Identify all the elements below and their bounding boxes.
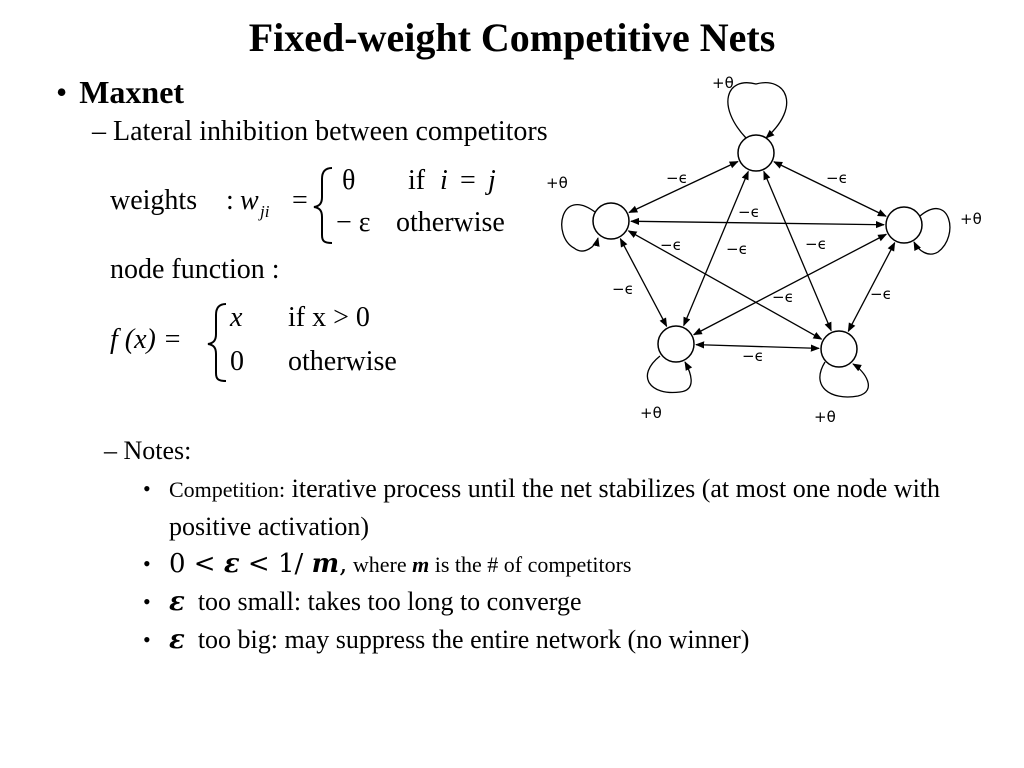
f-lhs: f (x) =	[110, 324, 182, 355]
f-case1-value: x	[229, 302, 243, 333]
note-epsilon-big: • ε too big: may suppress the entire netw…	[143, 621, 973, 659]
note-epsilon-small: • ε too small: takes too long to converge	[143, 583, 973, 621]
weights-case1-j: j	[485, 165, 496, 196]
note-range-b: < 1/	[239, 549, 312, 579]
note-bullet: •	[143, 589, 151, 614]
note-range-rest: is the # of competitors	[429, 552, 632, 577]
edge-right-bottom-left	[692, 233, 888, 336]
slide-title: Fixed-weight Competitive Nets	[248, 15, 776, 60]
bullet-maxnet: • Maxnet	[56, 74, 184, 111]
epsilon-symbol: ε	[169, 625, 185, 655]
self-loop-top	[727, 82, 788, 139]
epsilon-symbol: ε	[169, 587, 185, 617]
edge-left-right	[630, 217, 885, 229]
node-bottom-left	[657, 325, 695, 363]
f-case1-cond: if x > 0	[288, 302, 370, 333]
edge-weight-label: −ϵ	[870, 285, 892, 303]
edge-weight-label: −ϵ	[612, 280, 634, 298]
weights-case1-if: if	[408, 165, 426, 196]
edge-left-bottom-right	[627, 230, 823, 340]
weights-case1-i: i	[440, 165, 448, 196]
weights-brace	[313, 167, 333, 244]
note-range-where: where	[347, 552, 413, 577]
f-case2-value: 0	[230, 346, 244, 377]
edge-weight-label: −ϵ	[666, 169, 688, 187]
weights-subscript: ji	[258, 202, 270, 221]
weights-colon: :	[226, 185, 234, 216]
note-epsilon-range: • 0 < ε < 1/ m, where m is the # of compe…	[143, 545, 973, 583]
node-function-equation: f (x) = x if x > 0 0 otherwise	[110, 302, 397, 382]
note-epsilon-small-text: too small: takes too long to converge	[197, 587, 582, 616]
note-competition-text: iterative process until the net stabiliz…	[169, 474, 941, 541]
bullet-maxnet-label: Maxnet	[79, 74, 185, 110]
self-loop-left	[561, 204, 600, 252]
weights-case2-value: − ε	[336, 207, 371, 238]
note-range-m: m	[311, 549, 340, 579]
bullet-dot: •	[56, 74, 68, 110]
weights-case2-cond: otherwise	[396, 207, 505, 238]
edge-weight-label: −ϵ	[826, 169, 848, 187]
note-competition-label: Competition:	[169, 477, 286, 502]
note-bullet: •	[143, 476, 151, 501]
edge-weight-label: −ϵ	[772, 288, 794, 306]
notes-list: • Competition: iterative process until th…	[143, 470, 973, 659]
self-weight-label-bottom-left: +θ	[640, 404, 662, 422]
weights-case1-eq: =	[460, 165, 476, 196]
note-bullet: •	[143, 627, 151, 652]
note-competition: • Competition: iterative process until th…	[143, 470, 973, 545]
weights-equals: =	[292, 185, 308, 216]
edge-weight-label: −ϵ	[726, 240, 748, 258]
edge-weight-label: −ϵ	[742, 347, 764, 365]
sub-bullet-lateral-inhibition: – Lateral inhibition between competitors	[92, 116, 548, 147]
note-range-m2: m	[412, 552, 430, 577]
epsilon-symbol: ε	[223, 549, 240, 579]
node-function-label: node function :	[110, 254, 280, 285]
note-bullet: •	[143, 551, 151, 576]
self-loop-right	[913, 208, 951, 255]
note-range-a: 0 <	[169, 549, 224, 579]
node-right	[885, 206, 923, 244]
note-epsilon-big-text: too big: may suppress the entire network…	[197, 625, 750, 654]
edge-weight-label: −ϵ	[738, 203, 760, 221]
f-case2-cond: otherwise	[288, 346, 397, 377]
weights-w: w	[240, 185, 259, 216]
weights-label: weights	[110, 185, 197, 216]
edge-bottom-left-bottom-right	[695, 341, 820, 352]
f-brace	[207, 303, 227, 382]
self-weight-label-top: +θ	[712, 74, 734, 92]
edge-weight-label: −ϵ	[660, 236, 682, 254]
node-bottom-right	[820, 330, 858, 368]
edge-weight-label: −ϵ	[805, 235, 827, 253]
note-range-comma: ,	[339, 549, 348, 579]
self-loop-bottom-left	[646, 355, 693, 394]
notes-label: – Notes:	[104, 436, 192, 465]
weights-equation: weights : w ji = θ if i = j − ε otherwis…	[110, 165, 505, 244]
self-loop-bottom-right	[819, 361, 870, 398]
edge-right-bottom-right	[847, 241, 896, 333]
self-weight-label-left: +θ	[546, 174, 568, 192]
self-weight-label-bottom-right: +θ	[814, 408, 836, 426]
node-top	[737, 134, 775, 172]
self-weight-label-right: +θ	[960, 210, 982, 228]
maxnet-diagram: +θ +θ +θ +θ +θ −ϵ −ϵ −ϵ −ϵ −ϵ −ϵ −ϵ −ϵ −ϵ −ϵ	[546, 74, 982, 426]
node-left	[592, 202, 630, 240]
weights-case1-value: θ	[342, 165, 355, 196]
